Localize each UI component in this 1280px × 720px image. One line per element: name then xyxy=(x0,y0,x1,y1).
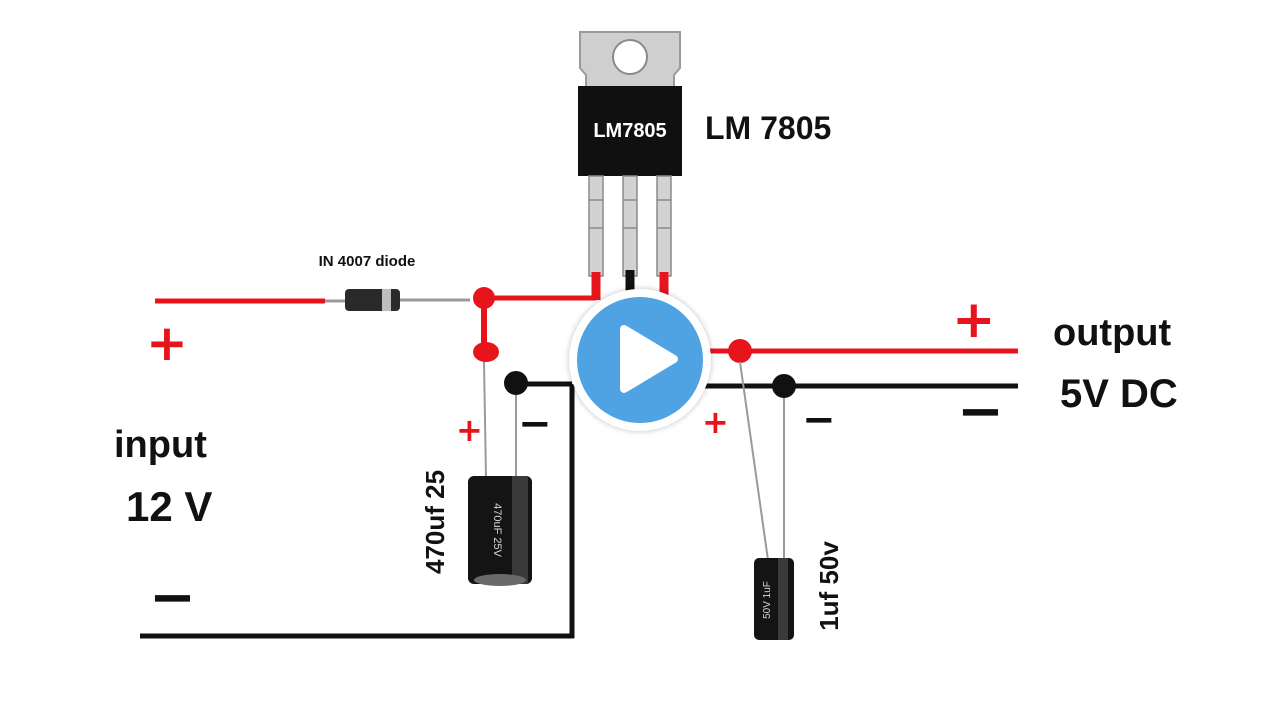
ground-line xyxy=(140,374,1018,639)
input-label: input xyxy=(114,424,207,466)
output-minus-sign: − xyxy=(957,379,1004,444)
regulator-label: LM 7805 xyxy=(705,110,832,146)
diode-label: IN 4007 diode xyxy=(319,253,416,270)
output-plus-sign: + xyxy=(952,290,996,350)
capacitor-small: 50V 1uF xyxy=(739,361,794,640)
play-button[interactable] xyxy=(569,289,711,431)
capacitor-small-body-text: 50V 1uF xyxy=(762,581,773,619)
cap-small-plus-sign: + xyxy=(702,403,729,441)
cap-large-plus-node xyxy=(473,342,499,362)
output-positive-line xyxy=(700,339,1018,363)
regulator: LM7805 xyxy=(578,31,682,300)
regulator-chip-text: LM7805 xyxy=(593,120,666,142)
input-minus-sign: − xyxy=(149,565,196,630)
diode-body xyxy=(345,289,400,311)
cap-small-minus-sign: − xyxy=(802,397,836,443)
diode-band xyxy=(382,289,391,311)
output-label: output xyxy=(1053,312,1172,354)
regulator-mount-hole xyxy=(612,39,648,75)
cap-small-plus-node xyxy=(728,339,752,363)
cap-large-minus-sign: − xyxy=(518,401,552,447)
diode: IN 4007 diode xyxy=(319,253,416,311)
capacitor-large-stripe xyxy=(512,476,528,584)
input-plus-sign: + xyxy=(146,314,188,372)
output-voltage-label: 5V DC xyxy=(1060,372,1178,416)
play-icon xyxy=(620,325,678,393)
input-positive-line xyxy=(155,295,596,304)
regulator-pin-ground xyxy=(622,175,638,277)
regulator-body xyxy=(578,86,682,176)
regulator-pin-output xyxy=(656,175,672,277)
large-cap-connection xyxy=(473,287,528,395)
capacitor-small-stripe xyxy=(778,558,788,640)
capacitor-small-label: 1uf 50v xyxy=(814,541,844,631)
cap-small-minus-node xyxy=(772,374,796,398)
capacitor-large-label: 470uf 25 xyxy=(420,470,450,574)
regulator-pin-input xyxy=(588,175,604,277)
input-voltage-label: 12 V xyxy=(126,483,213,530)
cap-large-plus-sign: + xyxy=(456,411,483,449)
capacitor-large-body-text: 470uF 25V xyxy=(491,503,503,557)
capacitor-large: 470uF 25V xyxy=(468,361,532,586)
